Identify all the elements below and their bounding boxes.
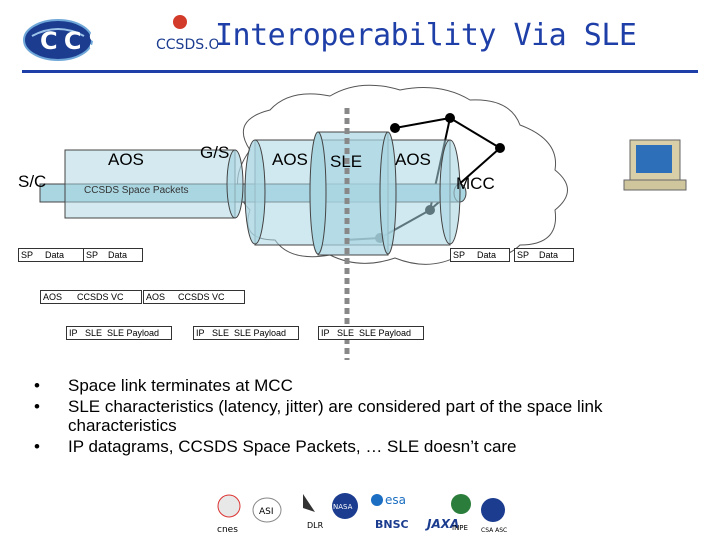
ground-station-label: G/S bbox=[200, 143, 230, 162]
mcc-computer-icon bbox=[623, 139, 687, 191]
csa-logo-icon: CSA ASC bbox=[481, 498, 507, 534]
ccsds-logo: CCSDS CCSDS.ORG bbox=[23, 15, 218, 61]
dlr-logo-icon: DLR bbox=[303, 494, 324, 530]
bullet-item: •SLE characteristics (latency, jitter) a… bbox=[34, 397, 603, 435]
logo-dot-icon bbox=[173, 15, 187, 29]
logo-globe-icon bbox=[24, 20, 92, 60]
bnsc-logo-icon: BNSC bbox=[375, 518, 409, 531]
svg-text:CSA ASC: CSA ASC bbox=[481, 527, 507, 534]
bullet-item: •Space link terminates at MCC bbox=[34, 376, 293, 395]
stack-ip-sle-3: IP SLE SLE Payload bbox=[318, 326, 424, 340]
stack-sp-data-4: SP Data bbox=[514, 248, 574, 262]
aos-mid-label: AOS bbox=[272, 150, 308, 169]
svg-text:INPE: INPE bbox=[452, 524, 468, 532]
stack-aos-vc-1: AOS CCSDS VC bbox=[40, 290, 142, 304]
stack-sp-data-1: SP Data bbox=[18, 248, 88, 262]
mcc-label: MCC bbox=[456, 174, 495, 193]
slide-title: Interoperability Via SLE bbox=[215, 18, 637, 53]
aos-left-label: AOS bbox=[108, 150, 144, 169]
title-rule bbox=[22, 70, 698, 73]
svg-text:NASA: NASA bbox=[333, 503, 353, 511]
inpe-logo-icon: INPE bbox=[451, 494, 471, 532]
nasa-logo-icon: NASA bbox=[332, 493, 358, 519]
stack-ip-sle-2: IP SLE SLE Payload bbox=[193, 326, 299, 340]
stack-sp-data-2: SP Data bbox=[83, 248, 143, 262]
spacecraft-label: S/C bbox=[18, 172, 47, 191]
svg-text:BNSC: BNSC bbox=[375, 518, 409, 531]
svg-text:ASI: ASI bbox=[259, 507, 274, 517]
stack-ip-sle-1: IP SLE SLE Payload bbox=[66, 326, 172, 340]
bullet-item: •IP datagrams, CCSDS Space Packets, … SL… bbox=[34, 437, 517, 456]
svg-text:JAXA: JAXA bbox=[425, 517, 459, 531]
svg-text:esa: esa bbox=[385, 493, 406, 507]
aos-right-label: AOS bbox=[395, 150, 431, 169]
svg-text:DLR: DLR bbox=[307, 521, 324, 530]
agency-logos: cnes ASI DLR NASA esa BNSC JAXA INPE CSA… bbox=[217, 493, 507, 535]
jaxa-logo-icon: JAXA bbox=[425, 517, 459, 531]
sle-label: SLE bbox=[330, 152, 363, 171]
sle-diagram bbox=[39, 84, 687, 360]
sle-tunnel bbox=[317, 131, 389, 256]
space-packets-label: CCSDS Space Packets bbox=[84, 185, 189, 196]
stack-sp-data-3: SP Data bbox=[450, 248, 510, 262]
stack-aos-vc-2: AOS CCSDS VC bbox=[143, 290, 245, 304]
logo-text: CCSDS.ORG bbox=[156, 37, 218, 53]
bullet-list: •Space link terminates at MCC •SLE chara… bbox=[34, 376, 694, 458]
asi-logo-icon: ASI bbox=[252, 497, 282, 523]
cnes-logo-icon: cnes bbox=[217, 494, 241, 535]
svg-text:cnes: cnes bbox=[217, 525, 238, 535]
esa-logo-icon: esa bbox=[371, 493, 406, 507]
